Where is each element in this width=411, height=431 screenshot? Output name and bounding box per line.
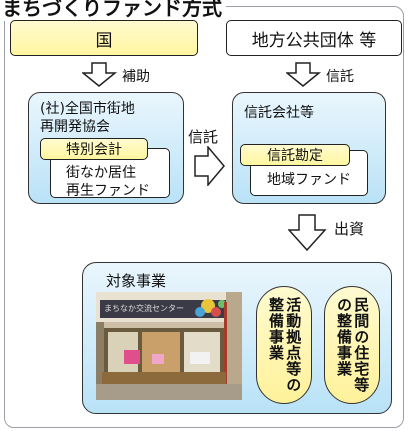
page-title: まちづくりファンド方式 [0, 0, 226, 21]
activity-base-pill: 活動拠点等の整備事業 [256, 286, 312, 404]
down-arrow-icon [286, 62, 322, 87]
private-housing-pill: 民間の住宅等の整備事業 [324, 286, 380, 404]
subsidy-label: 補助 [122, 69, 150, 85]
building-photo [96, 292, 242, 400]
down-arrow-icon [82, 62, 118, 87]
trust-label-top: 信託 [326, 69, 354, 85]
fund-name-line2: 再生ファンド [66, 183, 150, 199]
association-title-line1: (社)全国市街地 [40, 101, 135, 117]
target-projects-title: 対象事業 [106, 272, 167, 290]
fund-name-line1: 街なか居住 [66, 165, 136, 181]
activity-base-text: 活動拠点等の整備事業 [267, 297, 303, 393]
photo-sign-text: まちなか交流センター [104, 304, 184, 313]
trust-label-middle: 信託 [188, 128, 219, 146]
private-housing-text: 民間の住宅等の整備事業 [335, 297, 371, 393]
trust-company-title: 信託会社等 [244, 105, 314, 121]
trust-account-box: 信託勘定 [240, 144, 350, 166]
special-account-box: 特別会計 [40, 138, 148, 160]
right-arrow-icon [194, 146, 225, 186]
kuni-box: 国 [10, 20, 198, 56]
association-title-line2: 再開発協会 [40, 119, 110, 135]
down-arrow-icon [288, 214, 327, 252]
local-government-box: 地方公共団体 等 [226, 20, 402, 56]
investment-label: 出資 [334, 220, 365, 238]
